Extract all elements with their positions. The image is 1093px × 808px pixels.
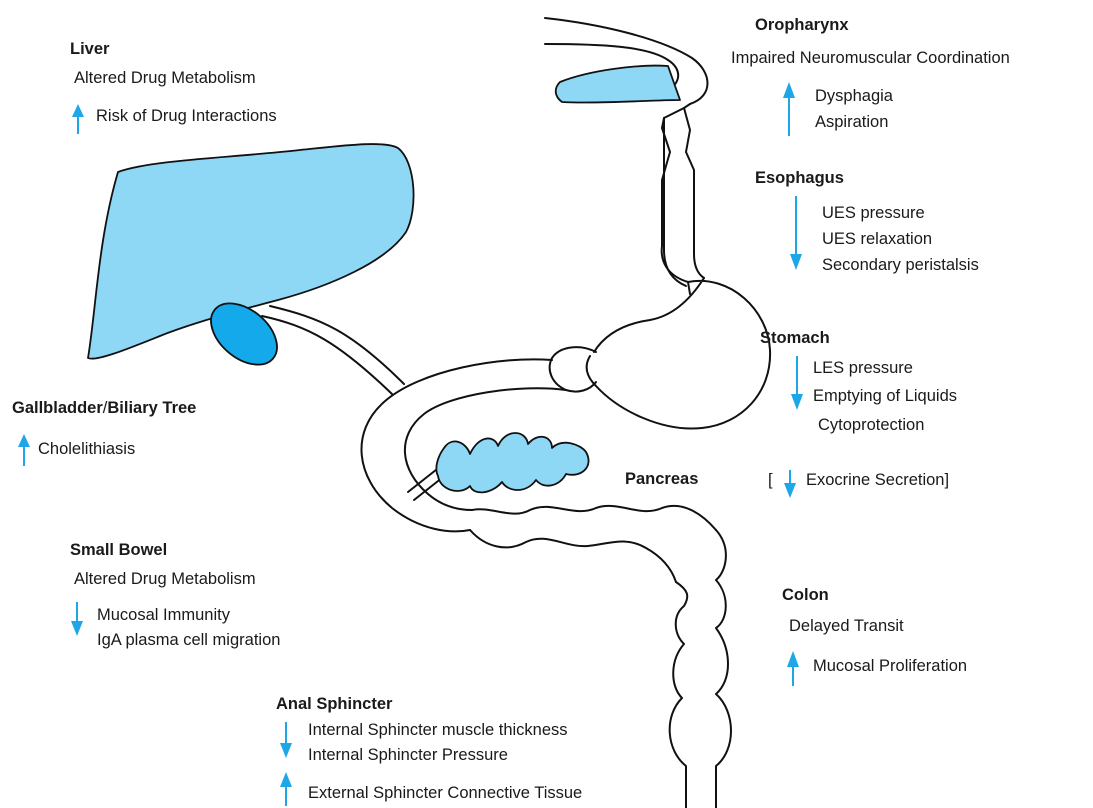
gallbladder-item-1: Cholelithiasis <box>38 440 135 458</box>
liver-annotation: Liver Altered Drug Metabolism Risk of Dr… <box>70 40 277 134</box>
stomach-item-1: LES pressure <box>813 359 913 377</box>
small-bowel-item-2: Mucosal Immunity <box>97 606 231 624</box>
small-bowel-item-3: IgA plasma cell migration <box>97 631 280 649</box>
arrow-down-icon <box>790 196 802 270</box>
stomach-annotation: Stomach LES pressure Emptying of Liquids… <box>760 329 957 434</box>
arrow-up-icon <box>787 651 799 686</box>
colon-annotation: Colon Delayed Transit Mucosal Proliferat… <box>782 586 967 686</box>
common-bile-duct-upper <box>270 306 404 384</box>
pancreas-annotation: Pancreas [ Exocrine Secretion] <box>625 470 949 498</box>
stomach-item-2: Emptying of Liquids <box>813 387 957 405</box>
anal-sphincter-annotation: Anal Sphincter Internal Sphincter muscle… <box>276 695 582 806</box>
esophagus-item-1: UES pressure <box>822 204 925 222</box>
anal-sphincter-item-3: External Sphincter Connective Tissue <box>308 784 582 802</box>
arrow-down-icon <box>71 602 83 636</box>
small-bowel-item-1: Altered Drug Metabolism <box>74 570 256 588</box>
colon-item-1: Delayed Transit <box>789 617 904 635</box>
pancreas-shape <box>436 433 588 492</box>
arrow-up-icon <box>72 104 84 134</box>
tongue-shape <box>556 66 680 103</box>
arrow-down-icon <box>280 722 292 758</box>
anal-sphincter-title: Anal Sphincter <box>276 695 393 713</box>
transverse-bowel-upper <box>472 506 716 530</box>
gallbladder-title-b: Biliary Tree <box>107 399 196 417</box>
anal-sphincter-item-1: Internal Sphincter muscle thickness <box>308 721 568 739</box>
small-bowel-annotation: Small Bowel Altered Drug Metabolism Muco… <box>70 541 280 649</box>
pancreas-title: Pancreas <box>625 470 698 488</box>
arrow-down-icon <box>791 356 803 410</box>
esophagus-annotation: Esophagus UES pressure UES relaxation Se… <box>755 169 979 274</box>
esophagus-wall-right <box>684 108 704 278</box>
oropharynx-item-3: Aspiration <box>815 113 888 131</box>
small-bowel-title: Small Bowel <box>70 541 167 559</box>
liver-item-1: Altered Drug Metabolism <box>74 69 256 87</box>
pancreas-item-1: Exocrine Secretion] <box>806 471 949 489</box>
oropharynx-item-1: Impaired Neuromuscular Coordination <box>731 49 1010 67</box>
arrow-up-icon <box>280 772 292 806</box>
transverse-bowel-lower <box>470 530 676 582</box>
gallbladder-title: Gallbladder/Biliary Tree <box>12 399 196 417</box>
arrow-up-icon <box>783 82 795 136</box>
oropharynx-item-2: Dysphagia <box>815 87 894 105</box>
pancreas-bracket: [ <box>768 471 773 489</box>
esophagus-item-3: Secondary peristalsis <box>822 256 979 274</box>
liver-item-2: Risk of Drug Interactions <box>96 107 277 125</box>
liver-title: Liver <box>70 40 110 58</box>
colon-title: Colon <box>782 586 829 604</box>
pylorus-outline <box>550 347 596 391</box>
arrow-up-icon <box>18 434 30 466</box>
oropharynx-outline <box>545 18 708 294</box>
oropharynx-title: Oropharynx <box>755 16 849 34</box>
esophagus-title: Esophagus <box>755 169 844 187</box>
gallbladder-annotation: Gallbladder/Biliary Tree Cholelithiasis <box>12 399 196 466</box>
descending-colon-right <box>716 530 731 808</box>
stomach-item-3: Cytoprotection <box>818 416 924 434</box>
stomach-title: Stomach <box>760 329 830 347</box>
anal-sphincter-item-2: Internal Sphincter Pressure <box>308 746 508 764</box>
stomach-outline <box>587 278 770 429</box>
oropharynx-annotation: Oropharynx Impaired Neuromuscular Coordi… <box>731 16 1010 136</box>
arrow-down-icon <box>784 470 796 498</box>
esophagus-item-2: UES relaxation <box>822 230 932 248</box>
descending-colon-left <box>670 582 688 808</box>
gallbladder-title-a: Gallbladder <box>12 399 103 417</box>
colon-item-2: Mucosal Proliferation <box>813 657 967 675</box>
